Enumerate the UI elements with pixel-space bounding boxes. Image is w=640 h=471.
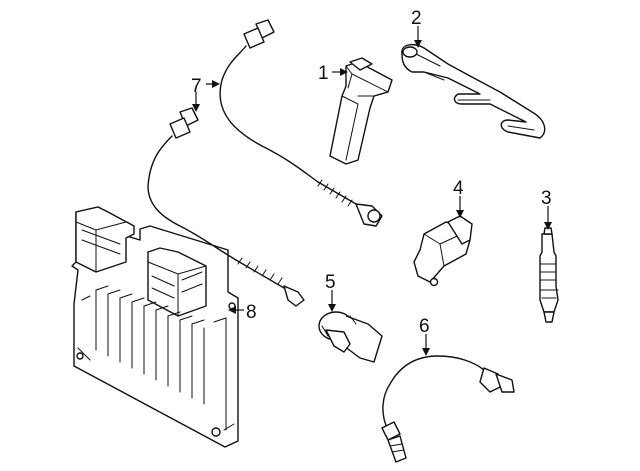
callout-leaders [192,26,552,356]
callout-5: 5 [325,272,336,293]
callout-1: 1 [318,63,329,84]
callout-2: 2 [411,8,422,29]
coil-bracket-icon [401,43,546,139]
spark-plug-icon [539,227,559,323]
oxygen-sensor-front-icon [381,355,515,463]
oxygen-sensor-rear-icon [147,19,383,307]
crankshaft-sensor-icon [413,215,473,287]
callout-7: 7 [191,76,202,97]
engine-control-module-icon [71,206,239,448]
callout-6: 6 [419,316,430,337]
callout-8: 8 [246,302,257,323]
ignition-coil-icon [329,57,393,165]
callout-4: 4 [453,178,464,199]
camshaft-sensor-icon [318,311,383,363]
callout-3: 3 [541,188,552,209]
